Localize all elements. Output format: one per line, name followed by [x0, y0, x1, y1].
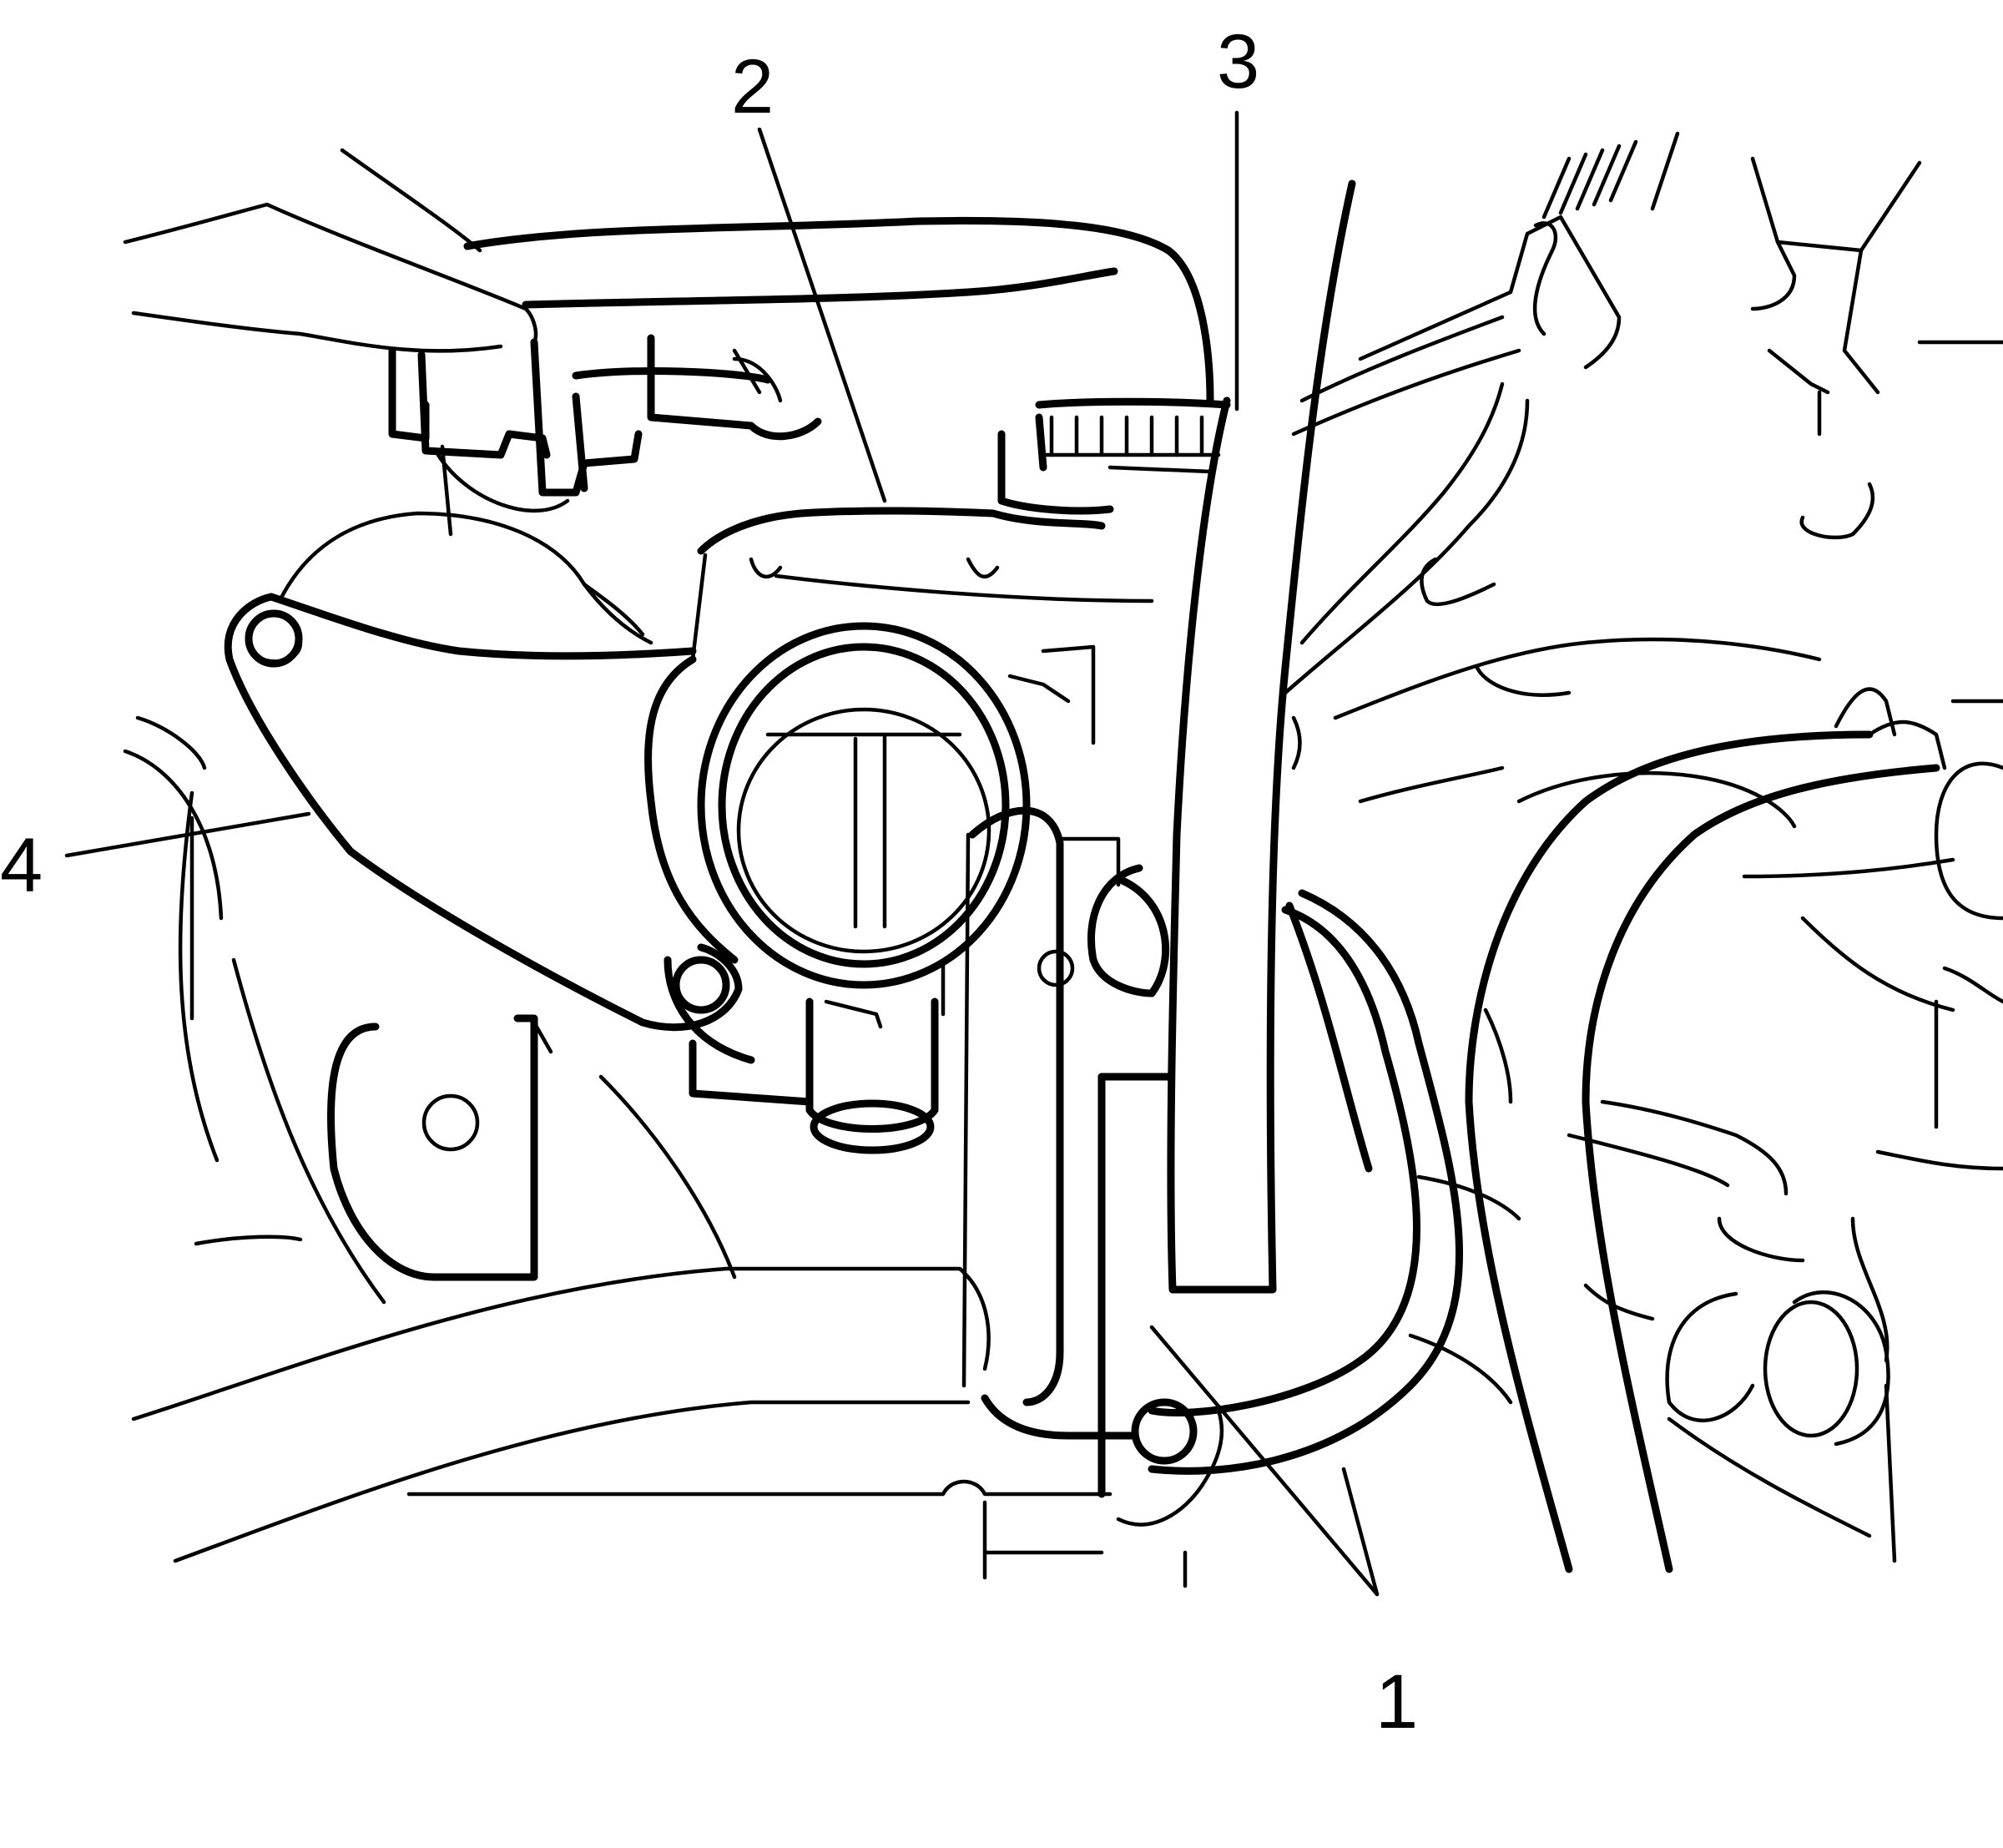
leader-line-2: [757, 127, 887, 503]
right-engine-details: [1408, 156, 2003, 1573]
callout-2: 2: [731, 44, 774, 129]
right-harness: [1283, 131, 1822, 804]
leader-lines: [64, 110, 1380, 1597]
leader-line-1a: [1341, 1467, 1380, 1597]
coolant-hose: [1087, 864, 1463, 1475]
callout-1: 1: [1375, 1659, 1418, 1744]
callouts: 1 2 3 4: [0, 19, 1418, 1744]
lower-hose: [961, 806, 1198, 1498]
vertical-bracket: [1167, 179, 1373, 1294]
throttle-position-sensor-connector: [997, 397, 1231, 515]
callout-4: 4: [0, 823, 43, 908]
left-mounting-bracket: [224, 511, 743, 1032]
front-tubes: [131, 1266, 1224, 1588]
upper-hose-assembly: [123, 148, 1214, 537]
leader-line-1b: [1149, 1325, 1380, 1597]
throttle-body: [644, 507, 1154, 1154]
callout-3: 3: [1217, 19, 1259, 104]
leader-line-4: [64, 811, 311, 858]
left-housing: [123, 715, 737, 1305]
